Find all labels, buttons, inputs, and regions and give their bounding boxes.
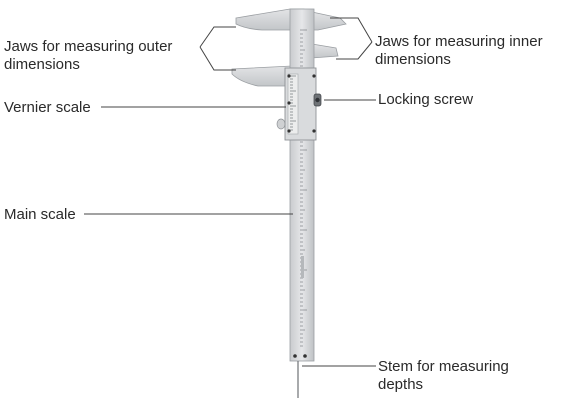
locking-screw	[313, 93, 322, 107]
label-vernier-scale: Vernier scale	[4, 99, 91, 116]
label-depth-stem-line-2: depths	[378, 376, 424, 393]
label-inner-jaws-line-2: dimensions	[375, 51, 451, 68]
inner-jaws-callout-upper	[330, 17, 373, 43]
outer-jaws-callout-upper	[199, 26, 236, 48]
vernier-slide	[276, 67, 317, 141]
label-inner-jaws-line-1: Jaws for measuring inner	[375, 33, 543, 50]
label-inner-jaws: Jaws for measuring inner dimensions	[375, 33, 543, 69]
label-depth-stem-line-1: Stem for measuring	[378, 358, 509, 375]
label-outer-jaws-line-2: dimensions	[4, 56, 80, 73]
label-locking-screw: Locking screw	[378, 91, 474, 108]
inner-jaws-callout-lower	[336, 41, 373, 60]
outer-jaws-callout-lower	[199, 46, 236, 71]
callout-lines	[84, 17, 376, 367]
depth-stem	[293, 354, 307, 398]
label-main-scale: Main scale	[4, 206, 76, 223]
label-outer-jaws-line-1: Jaws for measuring outer	[4, 38, 173, 55]
label-outer-jaws: Jaws for measuring outer dimensions	[4, 38, 172, 74]
label-depth-stem: Stem for measuring depths	[378, 358, 509, 394]
main-scale-beam	[289, 8, 315, 362]
